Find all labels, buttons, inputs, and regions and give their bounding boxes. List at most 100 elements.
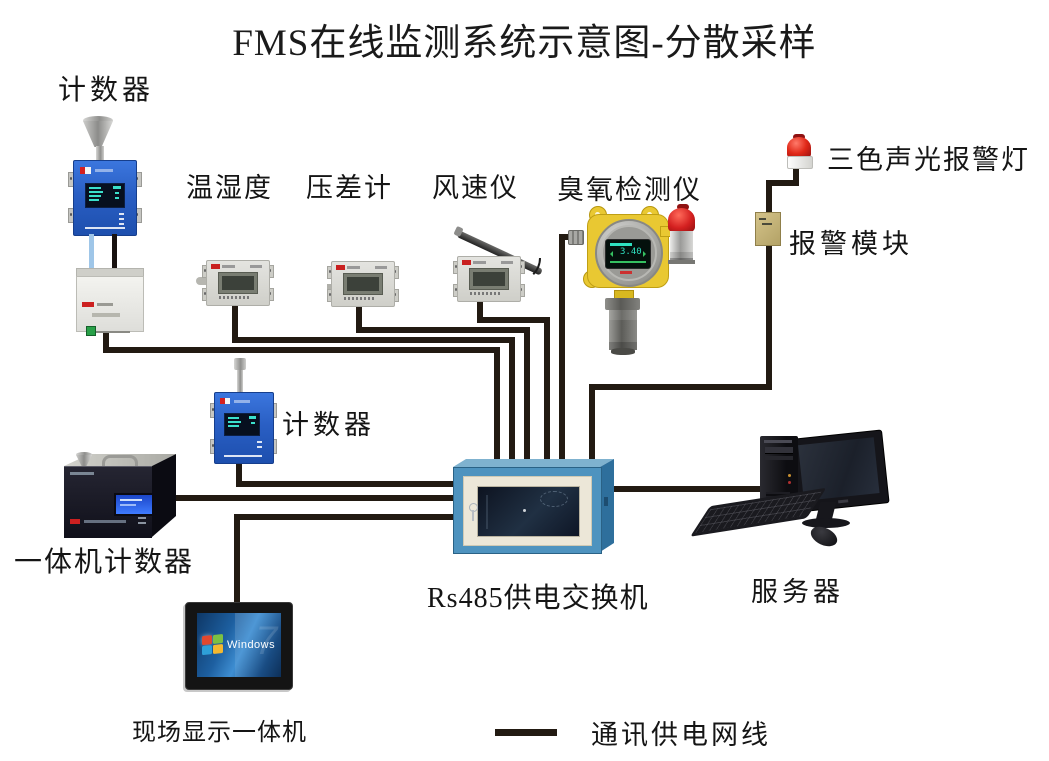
label-legend: 通讯供电网线 <box>591 720 771 750</box>
button-dash <box>138 517 146 519</box>
footer-text <box>224 455 262 457</box>
drive-bay <box>765 456 793 460</box>
tower-trim <box>764 440 792 443</box>
label-server: 服务器 <box>751 577 844 607</box>
diagram-title: FMS在线监测系统示意图-分散采样 <box>232 23 817 64</box>
alarm-module-device <box>755 212 781 246</box>
counter-body <box>214 392 274 464</box>
panel-text <box>70 472 94 475</box>
door-key-shaft <box>472 510 474 521</box>
label-switch: Rs485供电交换机 <box>427 583 649 614</box>
footer-text <box>85 227 125 229</box>
wire-anemometer-h <box>477 317 550 323</box>
brand-logo <box>336 265 345 270</box>
cabinet-front <box>453 467 602 554</box>
label-counter-top: 计数器 <box>58 75 155 106</box>
alarm-lamp-device <box>785 132 813 169</box>
label-field-display: 现场显示一体机 <box>132 720 307 746</box>
wire-anemometer-v2 <box>544 317 550 465</box>
brand-logo <box>80 167 91 174</box>
label-ozone: 臭氧检测仪 <box>557 175 702 205</box>
cabinet-door <box>463 476 592 546</box>
win7-badge: 7 <box>255 619 278 663</box>
wire-ozone-v <box>559 234 565 465</box>
corner-text <box>375 266 387 269</box>
ozone-screen: 3.40 <box>605 239 651 269</box>
label-alarm-module: 报警模块 <box>789 229 913 259</box>
pressure-gauge-device <box>327 259 399 307</box>
sensor-collar <box>605 298 640 310</box>
lamp-base <box>787 156 813 169</box>
keyboard <box>690 487 827 537</box>
model-text <box>222 265 235 268</box>
led-row <box>119 213 124 215</box>
port-nub <box>327 284 332 289</box>
wire-display-h <box>234 514 465 520</box>
wire-alarm-v1 <box>793 163 799 186</box>
footer-text <box>470 292 502 295</box>
beacon-nub <box>677 204 689 210</box>
model-text <box>473 261 486 264</box>
power-button <box>86 326 96 336</box>
label-pressure: 压差计 <box>306 173 393 203</box>
brand-logo <box>620 271 632 274</box>
status-led <box>788 474 791 477</box>
label-allinone: 一体机计数器 <box>14 547 195 578</box>
lcd-screen <box>218 272 258 294</box>
wire-temp-h <box>232 337 515 343</box>
brand-logo <box>70 519 80 524</box>
button-dash <box>138 522 146 524</box>
sensor-cap <box>611 348 635 355</box>
label-temp-humidity: 温湿度 <box>186 173 273 203</box>
lamp-dome <box>787 137 811 158</box>
sample-tube <box>89 234 94 270</box>
wire-alarm-h2 <box>589 384 772 390</box>
led-row <box>119 223 124 225</box>
wire-allinone-h <box>150 495 465 501</box>
model-text <box>95 169 113 172</box>
counter-body <box>73 160 137 236</box>
model-text <box>84 520 126 523</box>
wire-counter-mid-h <box>236 481 465 487</box>
led-row <box>257 441 262 443</box>
brand-logo <box>220 398 230 404</box>
probe-stem <box>237 370 243 394</box>
monitor-base <box>802 518 850 528</box>
label-anemometer: 风速仪 <box>432 173 519 203</box>
wire-counter-top-v2 <box>494 347 500 465</box>
wire-counter-mid-v <box>236 458 242 487</box>
cabinet-top-face <box>453 459 614 467</box>
wire-server-h <box>598 486 763 492</box>
wire-alarm-v3 <box>589 384 595 470</box>
lcd-screen <box>469 268 509 290</box>
wire-pressure-v2 <box>524 327 530 465</box>
display-screen: 7 Windows <box>197 613 281 677</box>
brand-logo <box>211 264 220 269</box>
lcd-display <box>114 493 154 516</box>
model-text <box>234 400 250 403</box>
gland-nut <box>568 230 584 245</box>
server-device <box>690 428 893 553</box>
sensor-cylinder <box>609 310 637 350</box>
switch-cabinet-device <box>453 459 614 554</box>
brand-logo <box>462 260 471 265</box>
panel-text <box>92 313 120 317</box>
beacon-cylinder <box>670 231 693 261</box>
corner-text <box>250 265 262 268</box>
side-handle <box>604 497 608 506</box>
legend-line-sample <box>495 729 557 736</box>
beacon-dome <box>668 208 695 232</box>
brand-logo <box>82 302 94 307</box>
counter-top-device <box>58 112 150 336</box>
led-row <box>257 446 262 448</box>
field-display-device: 7 Windows <box>183 600 295 692</box>
lcd-screen <box>343 273 383 295</box>
wire-pressure-v1 <box>356 300 362 333</box>
model-text <box>97 303 113 306</box>
pump-box <box>76 276 144 336</box>
footer-text <box>344 297 376 300</box>
counter-mid-device <box>210 355 280 464</box>
funnel-cone <box>83 121 113 147</box>
probe <box>196 277 208 285</box>
vent-grille <box>128 310 136 332</box>
